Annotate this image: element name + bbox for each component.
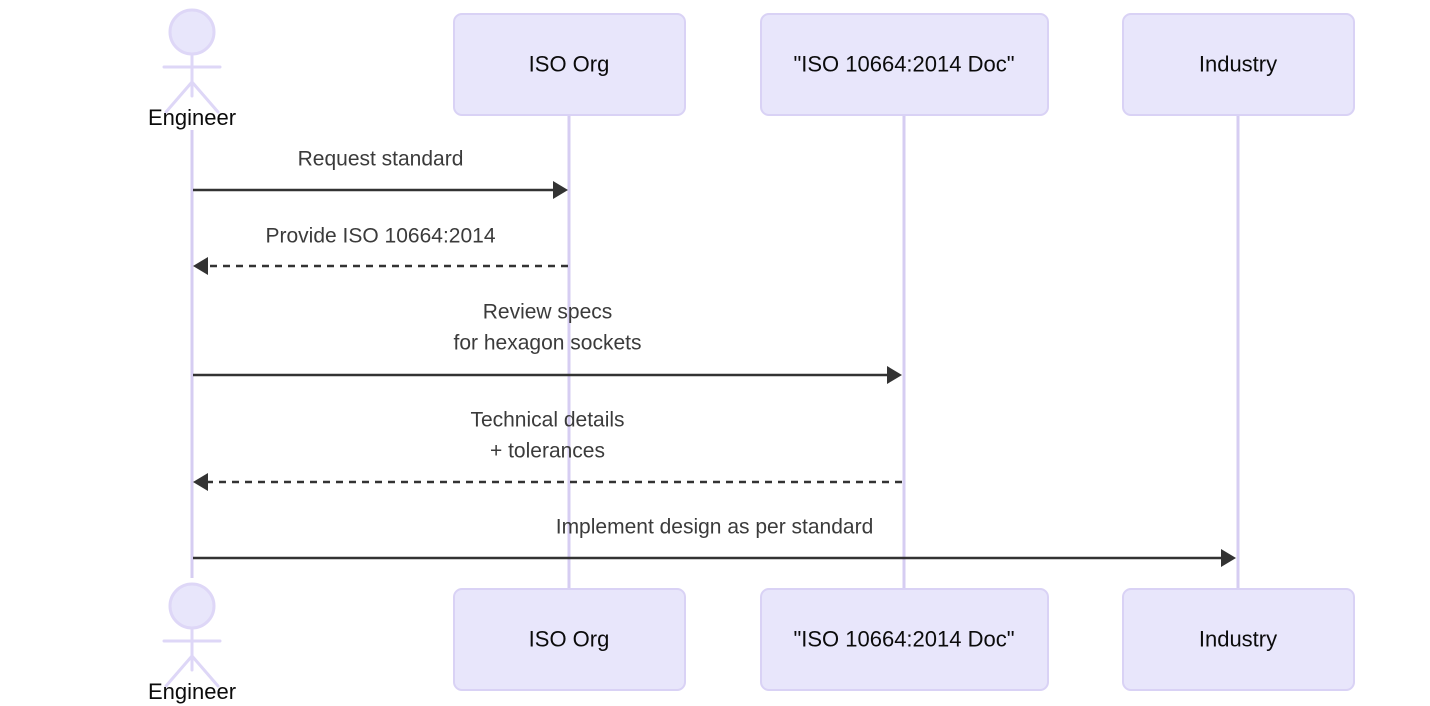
message-msg-3[interactable]: Review specs for hexagon sockets — [193, 301, 902, 384]
message-arrowhead-msg-1 — [553, 181, 568, 199]
participant-industry-bottom[interactable]: Industry — [1122, 588, 1355, 691]
participant-label-engineer-bottom: Engineer — [148, 679, 236, 704]
participant-label-industry-bottom: Industry — [1199, 626, 1277, 651]
actor-head-icon-engineer-bottom — [168, 582, 216, 630]
message-msg-4[interactable]: Technical details + tolerances — [193, 409, 902, 491]
message-label-msg-3-line-0: Review specs — [483, 301, 613, 324]
actor-head-icon-engineer-top — [168, 8, 216, 56]
participant-label-iso_org-top: ISO Org — [529, 51, 610, 76]
participant-label-iso_doc-top: "ISO 10664:2014 Doc" — [793, 51, 1014, 76]
participant-box-iso_doc-bottom[interactable] — [760, 588, 1049, 691]
participant-label-iso_org-bottom: ISO Org — [529, 626, 610, 651]
message-arrowhead-msg-2 — [193, 257, 208, 275]
message-arrowhead-msg-5 — [1221, 549, 1236, 567]
participant-box-industry-top[interactable] — [1122, 13, 1355, 116]
actor-leg-left-icon-engineer-top — [164, 80, 194, 114]
participant-engineer-top[interactable]: Engineer — [148, 8, 236, 130]
participant-box-industry-bottom[interactable] — [1122, 588, 1355, 691]
participant-iso_org-bottom[interactable]: ISO Org — [453, 588, 686, 691]
participant-iso_doc-top[interactable]: "ISO 10664:2014 Doc" — [760, 13, 1049, 116]
participant-iso_org-top[interactable]: ISO Org — [453, 13, 686, 116]
message-msg-5[interactable]: Implement design as per standard — [193, 516, 1236, 567]
participant-label-iso_doc-bottom: "ISO 10664:2014 Doc" — [793, 626, 1014, 651]
message-label-msg-4-line-0: Technical details — [470, 409, 624, 432]
participant-label-engineer-top: Engineer — [148, 105, 236, 130]
message-msg-1[interactable]: Request standard — [193, 148, 568, 199]
message-arrowhead-msg-3 — [887, 366, 902, 384]
message-label-msg-1-line-0: Request standard — [298, 148, 464, 171]
message-label-msg-5-line-0: Implement design as per standard — [556, 516, 874, 539]
message-label-msg-3-line-1: for hexagon sockets — [454, 332, 642, 355]
participant-box-iso_org-bottom[interactable] — [453, 588, 686, 691]
message-label-msg-4-line-1: + tolerances — [490, 440, 605, 463]
message-label-msg-2-line-0: Provide ISO 10664:2014 — [266, 225, 496, 248]
participant-engineer-bottom[interactable]: Engineer — [148, 582, 236, 704]
participant-box-iso_org-top[interactable] — [453, 13, 686, 116]
participant-box-iso_doc-top[interactable] — [760, 13, 1049, 116]
actor-leg-left-icon-engineer-bottom — [164, 654, 194, 688]
lifelines-layer — [190, 115, 1240, 589]
participant-industry-top[interactable]: Industry — [1122, 13, 1355, 116]
actor-leg-right-icon-engineer-bottom — [190, 654, 220, 688]
message-msg-2[interactable]: Provide ISO 10664:2014 — [193, 225, 568, 275]
message-arrowhead-msg-4 — [193, 473, 208, 491]
participant-iso_doc-bottom[interactable]: "ISO 10664:2014 Doc" — [760, 588, 1049, 691]
actor-leg-right-icon-engineer-top — [190, 80, 220, 114]
participant-label-industry-top: Industry — [1199, 51, 1277, 76]
